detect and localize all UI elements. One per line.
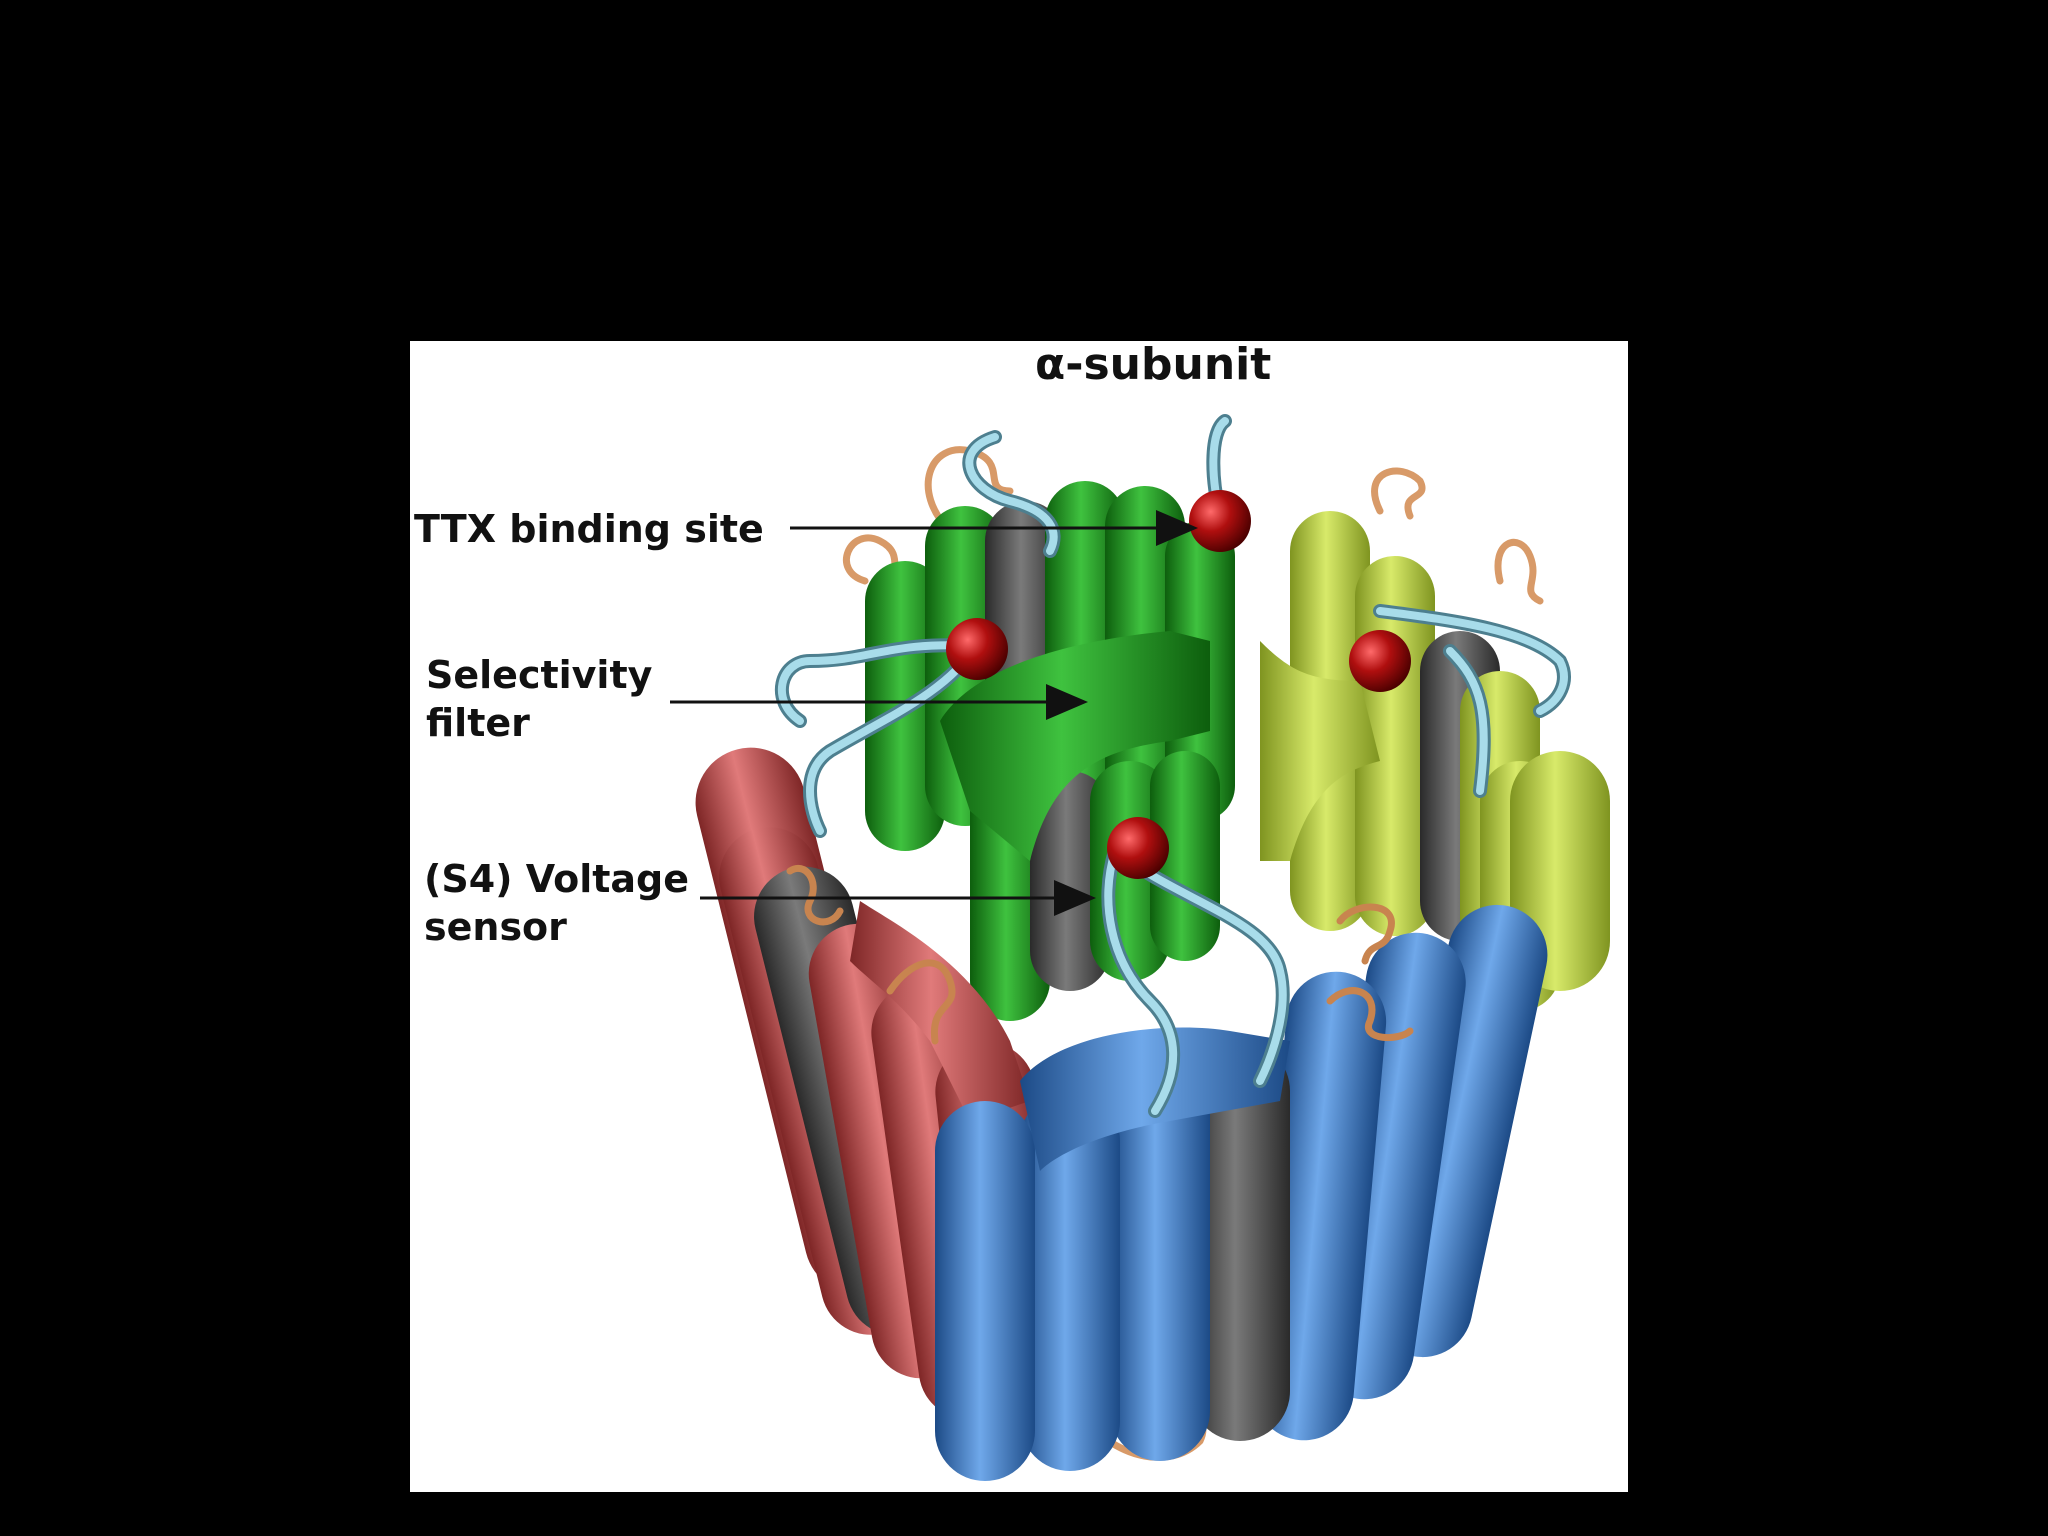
figure-panel: α-subunit TTX binding site Selectivity f… [410, 341, 1628, 1492]
ttx-sphere [1107, 817, 1169, 879]
ttx-sphere [1349, 630, 1411, 692]
figure-title: α-subunit [1035, 341, 1271, 389]
domain-yellow [1260, 511, 1610, 1011]
selectivity-filter-label: Selectivity filter [426, 651, 652, 747]
ttx-sphere [946, 618, 1008, 680]
ttx-binding-site-label: TTX binding site [414, 505, 764, 553]
ttx-sphere [1189, 490, 1251, 552]
voltage-sensor-label: (S4) Voltage sensor [424, 855, 689, 951]
domain-green [865, 481, 1235, 1021]
